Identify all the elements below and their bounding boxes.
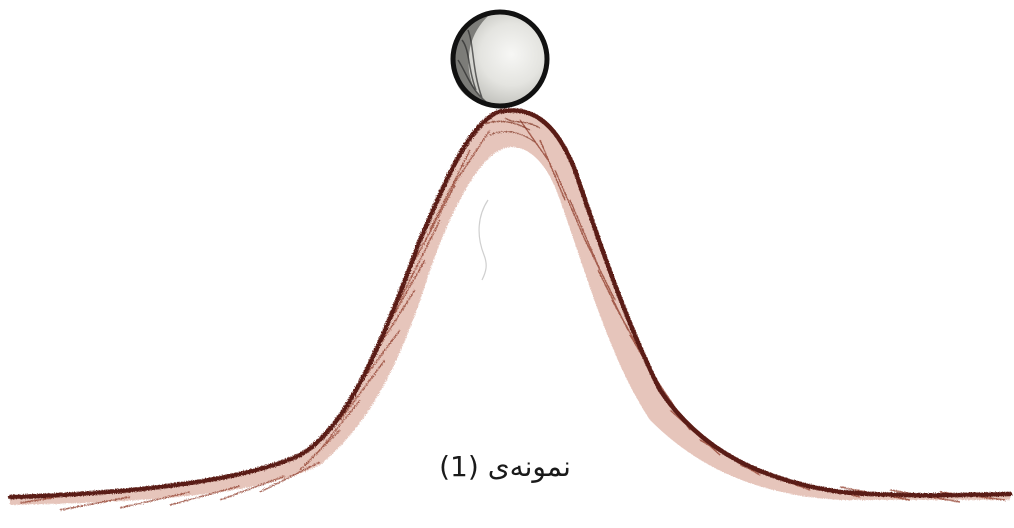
ball: [453, 12, 547, 106]
figure-caption: نمونەی (1): [410, 450, 600, 483]
faint-sketch-line: [479, 200, 488, 280]
hill-outline: [10, 110, 1010, 497]
